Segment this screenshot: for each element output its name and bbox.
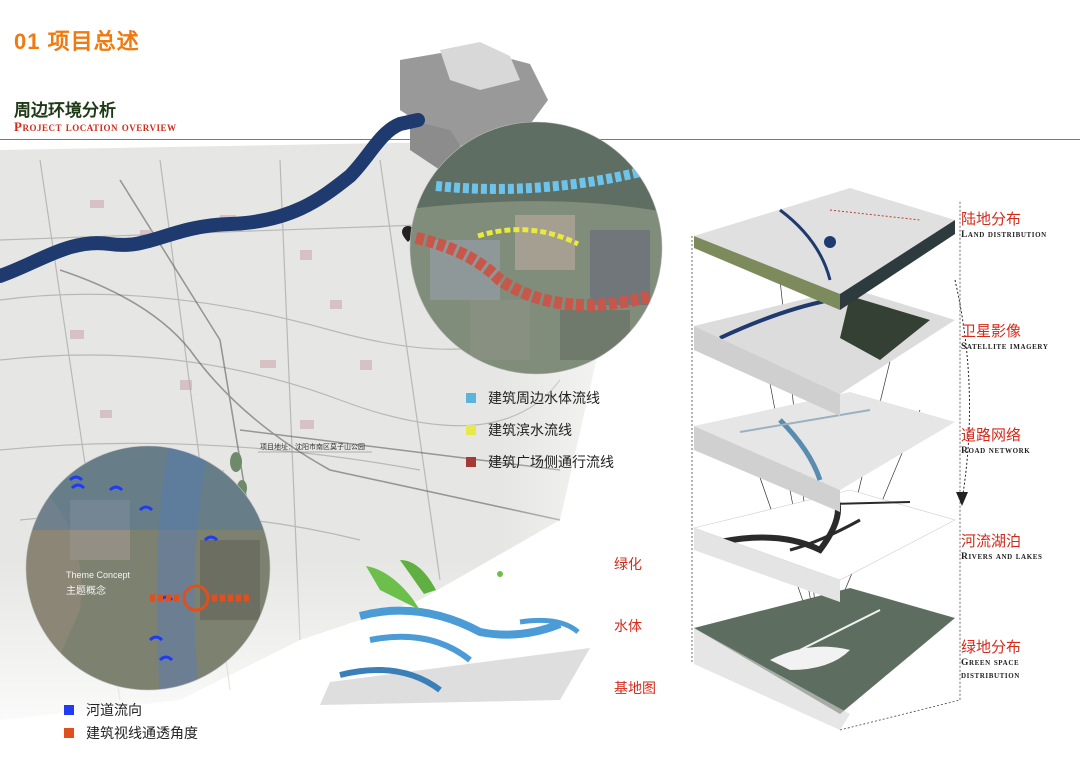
stack-arrow [954, 279, 970, 501]
layer-label-en: Rivers and lakes [961, 552, 1043, 562]
legend-label: 建筑滨水流线 [488, 422, 572, 438]
legend-label: 建筑视线通透角度 [86, 725, 198, 741]
river-legend: 河道流向 建筑视线通透角度 [64, 700, 284, 743]
location-map [0, 42, 700, 758]
layer-label-cn: 道路网络 [961, 427, 1022, 444]
layer-label-en: Land distribution [961, 230, 1047, 240]
legend-swatch-water-flow [466, 393, 476, 403]
layer-rivers [692, 487, 956, 602]
layer-land [694, 188, 955, 310]
legend-swatch-river-flow [64, 705, 74, 715]
layer-label-en: Satellite imagery [961, 342, 1049, 352]
layer-label-rivers: 河流湖泊 Rivers and lakes [961, 530, 1043, 564]
legend-swatch-plaza-flow [466, 457, 476, 467]
layer-label-en: Green space distribution [961, 658, 1020, 681]
layer-label-cn: 卫星影像 [961, 323, 1022, 340]
theme-concept-label-en: Theme Concept [66, 570, 131, 580]
layer-label-en: Road network [961, 446, 1031, 456]
layer-stack-diagram [691, 188, 970, 731]
layer-label-satellite: 卫星影像 Satellite imagery [961, 320, 1049, 354]
mini-layer-label: 水体 [614, 618, 642, 634]
project-address-label: 项目地址：沈阳市南区莫子山公园 [260, 444, 365, 451]
legend-item: 建筑滨水流线 [466, 420, 666, 440]
mini-layer-label: 基地图 [614, 680, 656, 696]
legend-item: 建筑广场侧通行流线 [466, 452, 666, 472]
section-subtitle: Project location overview [14, 119, 177, 134]
mini-layer-stack [320, 560, 590, 705]
legend-label: 建筑广场侧通行流线 [488, 454, 614, 470]
layer-green-space [694, 588, 955, 730]
layer-satellite [694, 288, 955, 416]
legend-item: 建筑视线通透角度 [64, 723, 284, 743]
legend-item: 河道流向 [64, 700, 284, 720]
layer-label-cn: 河流湖泊 [961, 533, 1022, 550]
layer-label-roads: 道路网络 Road network [961, 424, 1030, 458]
section-title: 周边环境分析 [14, 101, 116, 120]
theme-concept-label-cn: 主题概念 [66, 586, 106, 597]
arrow-head-icon [956, 492, 968, 506]
layer-label-cn: 陆地分布 [961, 211, 1022, 228]
layer-roads [694, 392, 955, 512]
mini-layer-label: 绿化 [614, 556, 642, 572]
layer-label-cn: 绿地分布 [961, 639, 1022, 656]
legend-label: 建筑周边水体流线 [488, 390, 600, 406]
legend-swatch-waterfront-flow [466, 425, 476, 435]
legend-label: 河道流向 [86, 702, 142, 718]
layer-label-green: 绿地分布 Green space distribution [961, 636, 1071, 683]
page-title: 01 项目总述 [14, 29, 140, 54]
flow-legend: 建筑周边水体流线 建筑滨水流线 建筑广场侧通行流线 [466, 388, 666, 472]
legend-item: 建筑周边水体流线 [466, 388, 666, 408]
layer-label-land: 陆地分布 Land distribution [961, 208, 1047, 242]
legend-swatch-sightline [64, 728, 74, 738]
